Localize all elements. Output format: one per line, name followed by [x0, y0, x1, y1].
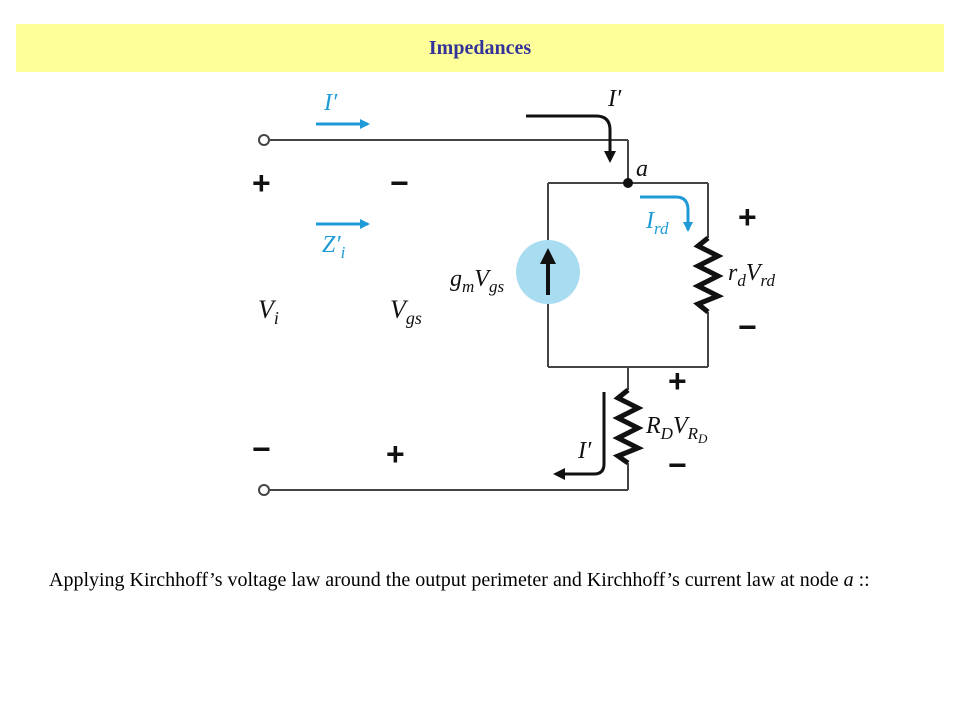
circuit-wires — [270, 139, 709, 491]
current-source-icon — [516, 240, 580, 304]
node-a-dot — [623, 178, 633, 188]
label-vgs: Vgs — [390, 295, 422, 328]
label-z-prime-i: Z′i — [322, 232, 346, 262]
label-i-prime-bottom: I′ — [577, 438, 592, 464]
sign-plus-vi: + — [252, 165, 271, 201]
label-RD-VRD: RDVRD — [645, 413, 708, 446]
label-i-rd: Ird — [645, 208, 669, 238]
sign-minus-vi: − — [252, 431, 271, 467]
sign-plus-vgs-bottom: + — [386, 436, 405, 472]
resistor-RD-icon — [612, 388, 645, 466]
label-rd-vrd: rdVrd — [728, 260, 776, 290]
sign-minus-rd: − — [738, 309, 757, 345]
label-i-prime-top-right: I′ — [607, 86, 622, 112]
sign-plus-RD: + — [668, 363, 687, 399]
label-gm-vgs: gmVgs — [450, 266, 504, 296]
sign-minus-vgs-top: − — [390, 165, 409, 201]
current-arrow-ird-icon — [640, 195, 693, 232]
caption-text-before: Applying Kirchhoff’s voltage law around … — [49, 569, 844, 591]
label-i-prime-top-left: I′ — [323, 90, 338, 116]
input-terminal-top-icon — [258, 134, 270, 146]
resistor-rd-icon — [692, 236, 725, 314]
caption-text-after: :: — [853, 569, 870, 591]
page-title: Impedances — [428, 36, 532, 59]
caption-node: a — [843, 569, 854, 591]
current-arrow-top-icon — [526, 114, 616, 163]
sign-plus-rd: + — [738, 199, 757, 235]
label-node-a: a — [636, 156, 648, 182]
title-bar: Impedances — [16, 24, 944, 72]
current-arrow-bottom-icon — [553, 392, 606, 480]
caption-text: Applying Kirchhoff’s voltage law around … — [49, 567, 909, 594]
input-terminal-bottom-icon — [258, 484, 270, 496]
sign-minus-RD: − — [668, 447, 687, 483]
label-vi: Vi — [258, 295, 279, 328]
